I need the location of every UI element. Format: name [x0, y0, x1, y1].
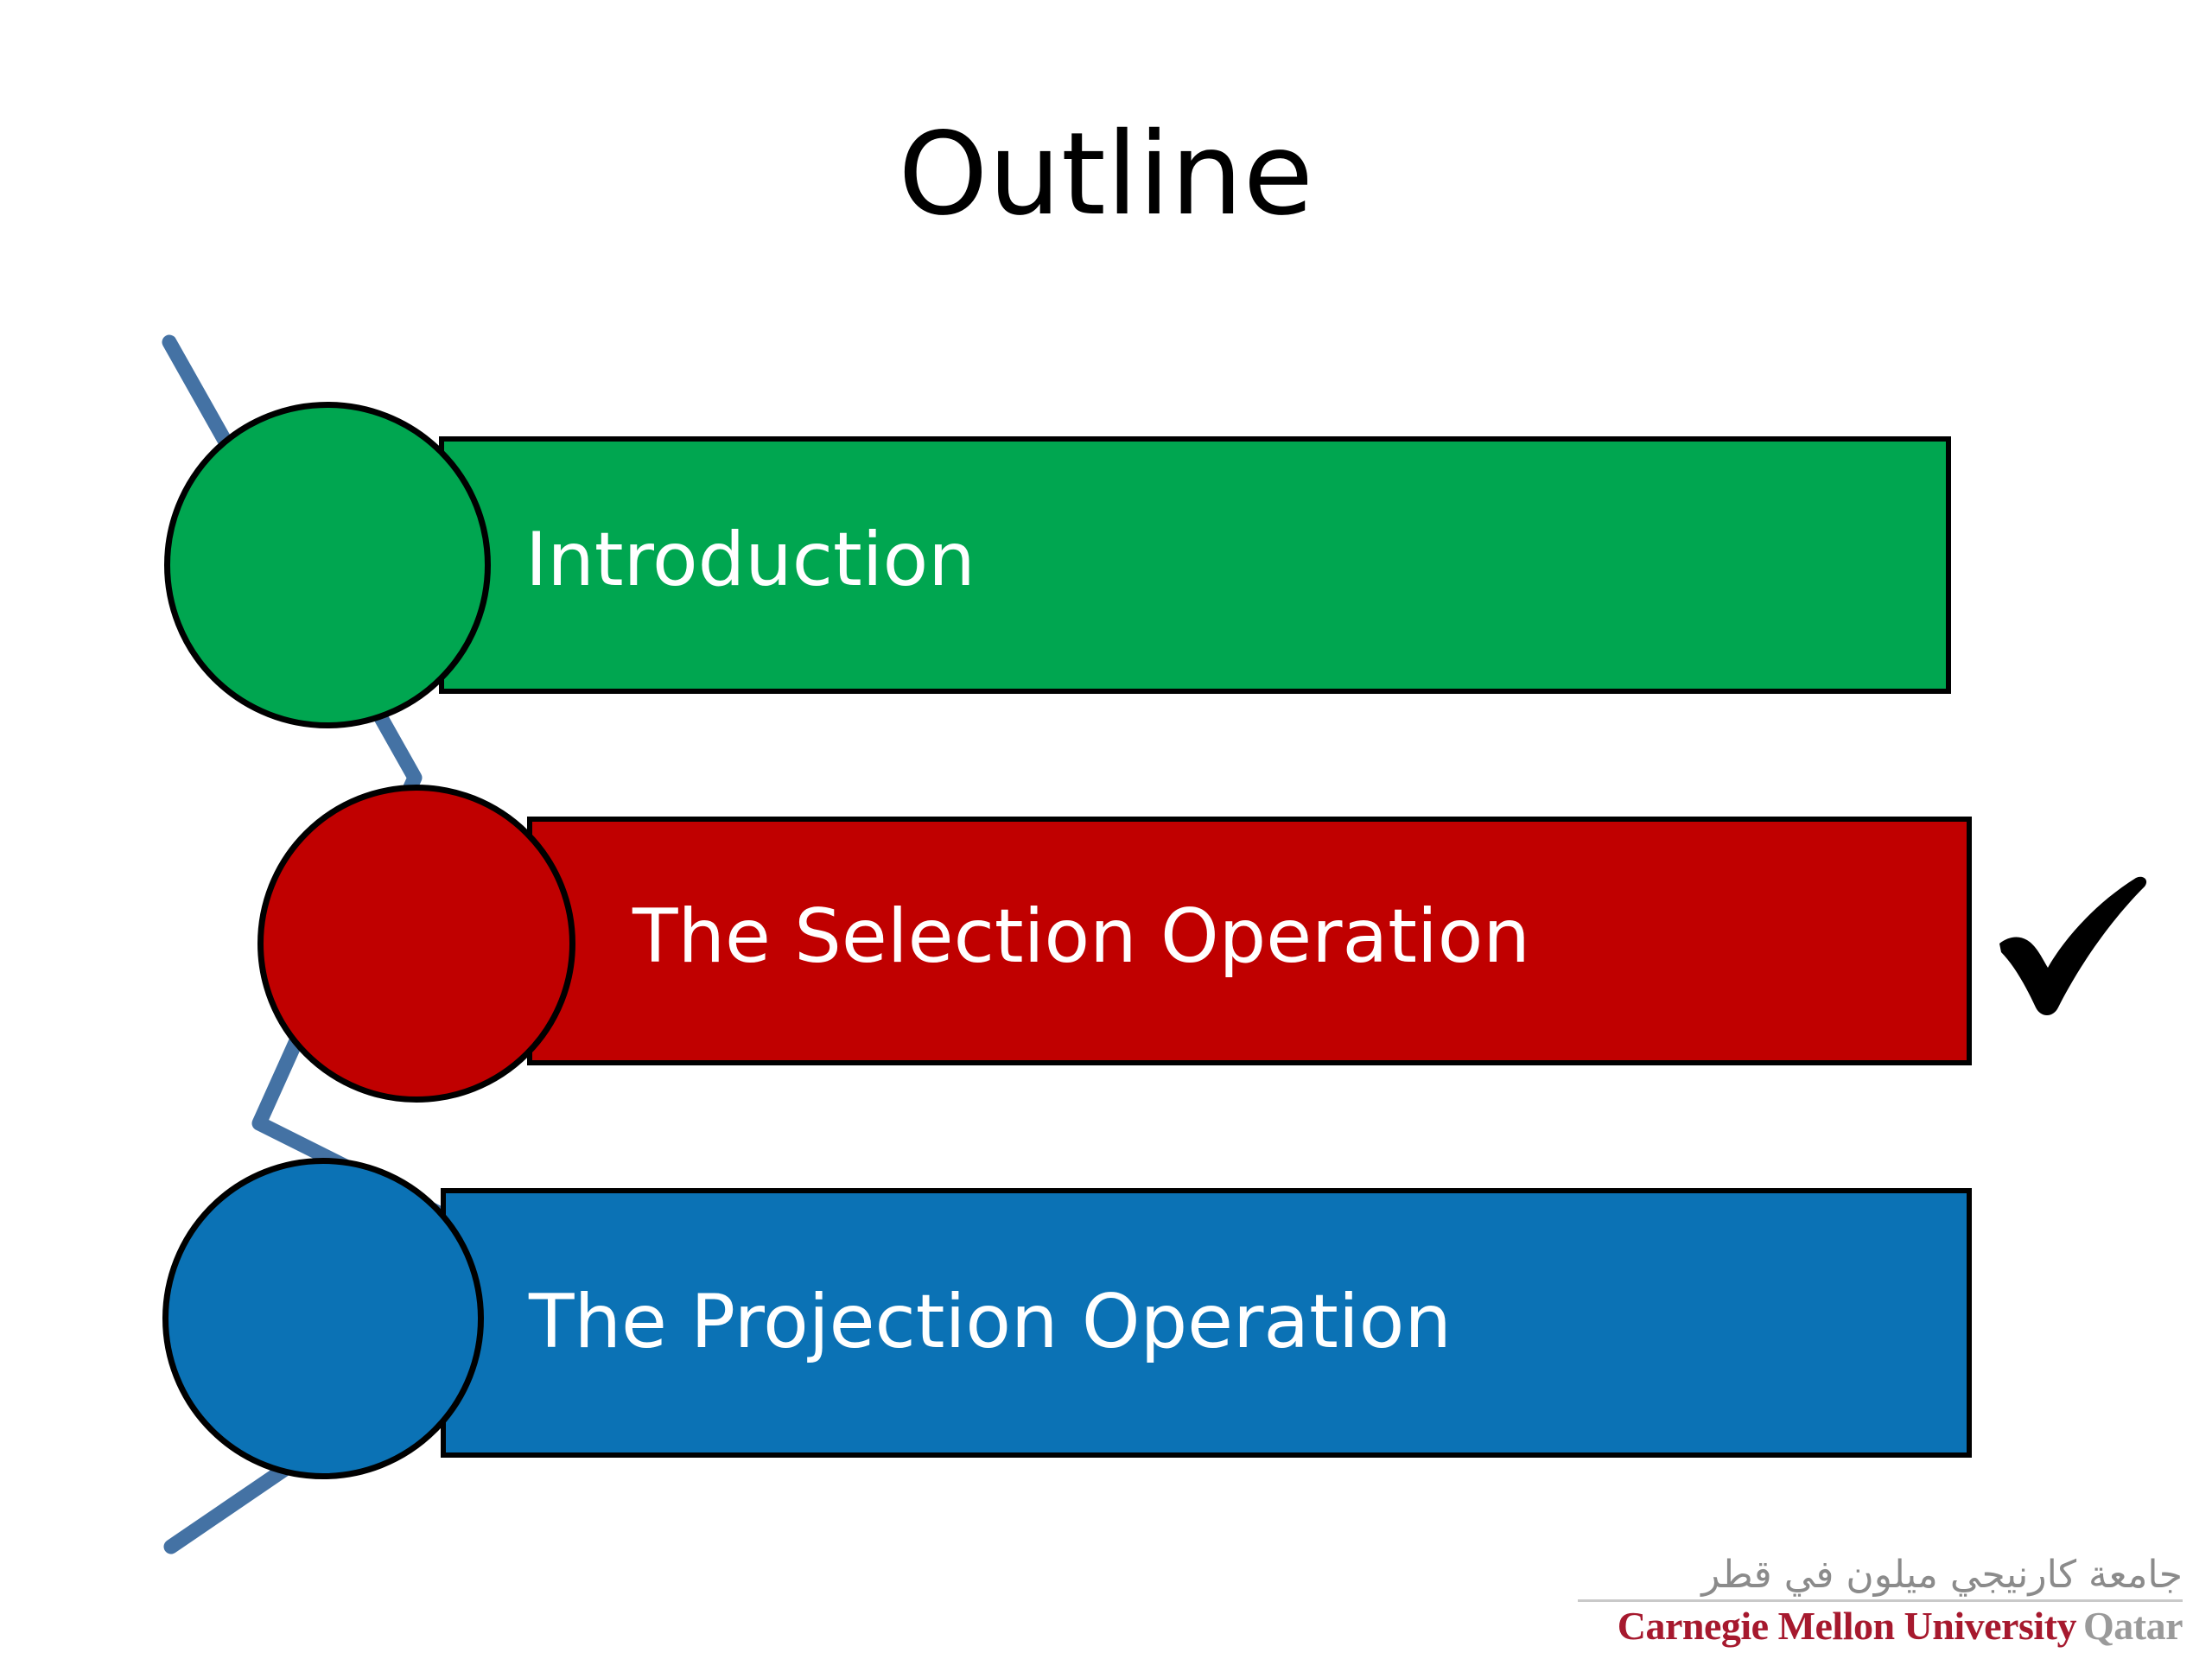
outline-bar-selection[interactable] — [527, 817, 1972, 1065]
cmuq-logo: جامعة كارنيجي ميلون في قطر Carnegie Mell… — [1578, 1554, 2183, 1647]
outline-label-selection: The Selection Operation — [632, 893, 1530, 980]
page-title: Outline — [898, 108, 1314, 241]
outline-bar-projection[interactable] — [441, 1188, 1972, 1458]
checkmark-icon — [1999, 876, 2147, 1015]
logo-university-name: Carnegie Mellon University — [1617, 1603, 2077, 1648]
outline-bullet-circle-selection[interactable] — [257, 785, 575, 1103]
logo-campus-name: Qatar — [2082, 1603, 2183, 1648]
logo-arabic-text: جامعة كارنيجي ميلون في قطر — [1701, 1553, 2183, 1598]
logo-divider — [1578, 1599, 2183, 1602]
outline-label-projection: The Projection Operation — [529, 1279, 1452, 1365]
outline-label-introduction: Introduction — [525, 517, 976, 603]
outline-bullet-circle-introduction[interactable] — [164, 402, 491, 728]
outline-bullet-circle-projection[interactable] — [162, 1158, 484, 1479]
